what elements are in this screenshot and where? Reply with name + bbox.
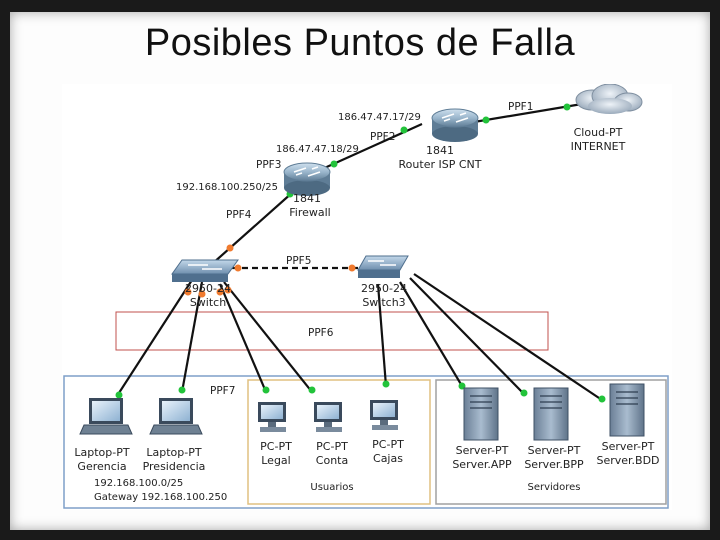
network-address-label: 192.168.100.0/25	[94, 478, 183, 489]
link-sw1-pc2	[223, 281, 313, 393]
server-icon[interactable]	[463, 387, 499, 441]
gateway-label: Gateway 192.168.100.250	[94, 492, 227, 503]
switch3-icon[interactable]	[357, 255, 409, 278]
pc1-model-label: PC-PT	[260, 440, 292, 453]
dot-ppf4-b	[226, 244, 234, 252]
link-sw1-laptop2	[180, 281, 204, 393]
dot-ppf1-b	[563, 103, 571, 111]
server-icon[interactable]	[533, 387, 569, 441]
dot-ppf2-b	[330, 160, 338, 168]
link-sw1-pc1	[218, 283, 268, 393]
switch2-model-label: 2950-24	[361, 282, 407, 295]
link-ppf1	[461, 102, 583, 126]
pc3-name-label: Cajas	[373, 452, 403, 465]
ppf1-label: PPF1	[508, 101, 533, 113]
servidores-group-label: Servidores	[527, 482, 580, 493]
switch1-model-label: 2950-24	[185, 282, 231, 295]
dot-server2	[520, 389, 528, 397]
server2-model-label: Server-PT	[528, 444, 581, 457]
pc-icon[interactable]	[314, 402, 342, 432]
laptop1-model-label: Laptop-PT	[74, 446, 129, 459]
lan-group-box	[63, 375, 669, 509]
link-ppf4	[211, 183, 303, 265]
ppf5-label: PPF5	[286, 255, 311, 267]
dot-ppf1-a	[482, 116, 490, 124]
pc3-model-label: PC-PT	[372, 438, 404, 451]
network-diagram: Cloud-PT INTERNET 1841 Router ISP CNT 18…	[62, 84, 672, 510]
router-icon[interactable]	[431, 108, 479, 142]
dot-sw1-c	[216, 288, 224, 296]
pc-icon[interactable]	[370, 400, 398, 430]
pc1-name-label: Legal	[261, 454, 290, 467]
cloud-model-label: Cloud-PT	[574, 126, 623, 139]
pc-icon[interactable]	[258, 402, 286, 432]
server1-name-label: Server.APP	[452, 458, 512, 471]
server-icon[interactable]	[609, 383, 645, 437]
ppf2-label: PPF2	[370, 131, 395, 143]
laptop-icon[interactable]	[79, 398, 133, 435]
ip-isp-cloud-label: 186.47.47.17/29	[338, 112, 421, 123]
dot-sw1-d	[224, 286, 232, 294]
dot-ppf5-b	[348, 264, 356, 272]
ppf6-label: PPF6	[308, 327, 334, 339]
dot-server3	[598, 395, 606, 403]
dot-ppf2-a	[400, 126, 408, 134]
switch-icon[interactable]	[171, 259, 239, 282]
ppf7-label: PPF7	[210, 385, 235, 397]
server3-name-label: Server.BDD	[596, 454, 659, 467]
dot-pc3	[382, 380, 390, 388]
firewall-router-icon[interactable]	[283, 162, 331, 196]
link-sw2-server2	[409, 277, 525, 395]
dot-sw1-b	[198, 290, 206, 298]
ppf6-zone	[115, 311, 549, 351]
pc2-model-label: PC-PT	[316, 440, 348, 453]
dot-laptop2	[178, 386, 186, 394]
switch2-name-label: Switch3	[362, 296, 405, 309]
link-sw2-pc3	[376, 283, 388, 387]
laptop1-name-label: Gerencia	[77, 460, 126, 473]
link-sw1-laptop1	[116, 279, 193, 397]
laptop2-name-label: Presidencia	[143, 460, 206, 473]
router-isp-model-label: 1841	[426, 144, 454, 157]
cloud-name-label: INTERNET	[571, 140, 626, 153]
ip-fw-lan-label: 192.168.100.250/25	[176, 182, 278, 193]
ip-fw-isp-label: 186.47.47.18/29	[276, 144, 359, 155]
dot-sw1-a	[184, 288, 192, 296]
dot-pc1	[262, 386, 270, 394]
server1-model-label: Server-PT	[456, 444, 509, 457]
laptop2-model-label: Laptop-PT	[146, 446, 201, 459]
firewall-model-label: 1841	[293, 192, 321, 205]
link-sw2-server1	[399, 281, 463, 387]
usuarios-group-label: Usuarios	[310, 482, 353, 493]
link-sw2-server3	[413, 273, 603, 401]
ppf3-label: PPF3	[256, 159, 281, 171]
pc2-name-label: Conta	[316, 454, 348, 467]
usuarios-group-box	[247, 379, 431, 505]
dot-laptop1	[115, 391, 123, 399]
laptop-icon[interactable]	[149, 398, 203, 435]
router-isp-name-label: Router ISP CNT	[399, 158, 482, 171]
servidores-group-box	[435, 379, 667, 505]
server2-name-label: Server.BPP	[524, 458, 584, 471]
dot-pc2	[308, 386, 316, 394]
switch1-name-label: Switch	[190, 296, 226, 309]
network-diagram-svg: Cloud-PT INTERNET 1841 Router ISP CNT 18…	[63, 84, 669, 509]
server3-model-label: Server-PT	[602, 440, 655, 453]
cloud-icon[interactable]	[575, 84, 643, 114]
ppf4-label: PPF4	[226, 209, 252, 221]
slide-title: Posibles Puntos de Falla	[144, 22, 576, 64]
firewall-name-label: Firewall	[289, 206, 330, 219]
dot-ppf5-a	[234, 264, 242, 272]
